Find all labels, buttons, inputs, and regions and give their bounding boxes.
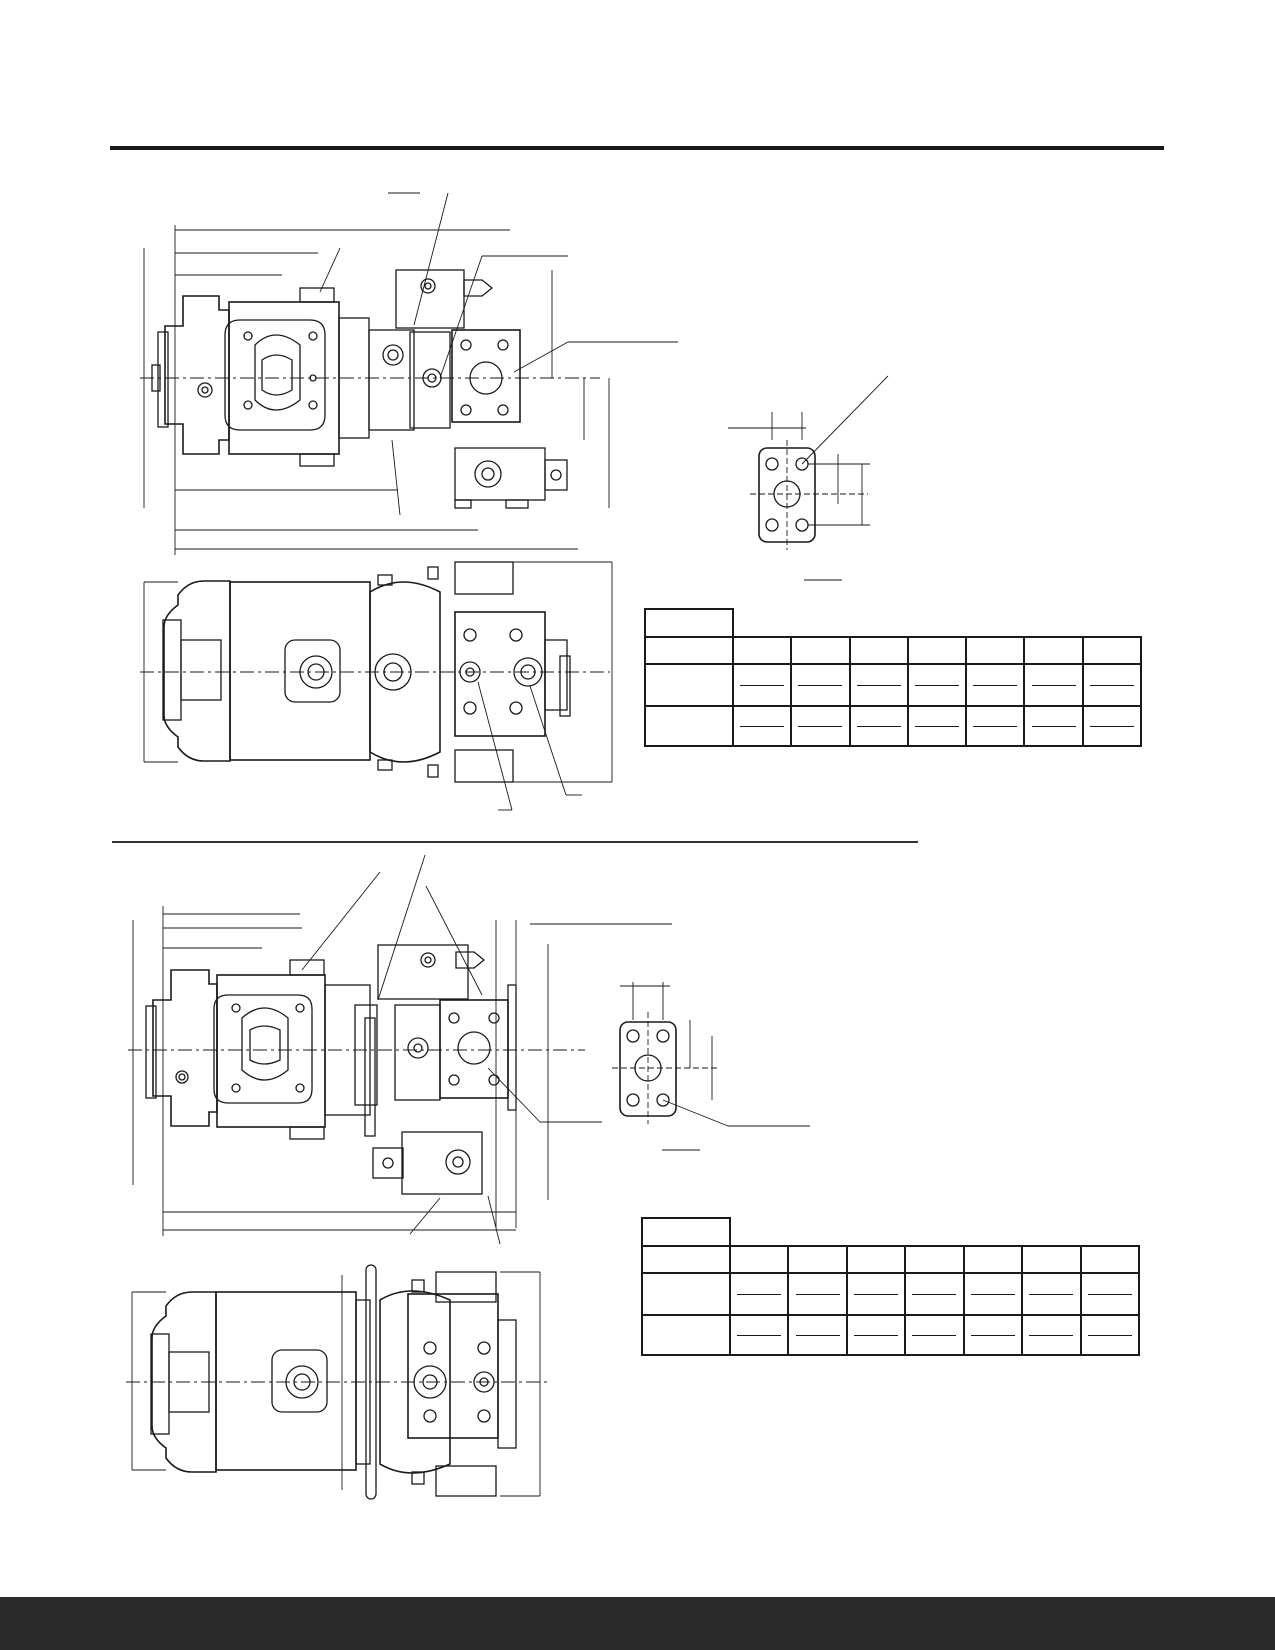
table-row bbox=[641, 1314, 1141, 1356]
table-header-cell bbox=[644, 608, 734, 638]
table-cell bbox=[644, 636, 734, 665]
unit-a-port-flange bbox=[728, 375, 889, 581]
table-cell bbox=[641, 1245, 731, 1274]
table-row bbox=[644, 705, 1143, 747]
unit-a-side-view bbox=[140, 192, 678, 555]
unit-b-front-view bbox=[126, 1264, 548, 1500]
table-row bbox=[641, 1272, 1141, 1316]
section-divider bbox=[112, 841, 918, 843]
table-row bbox=[644, 663, 1143, 707]
dimension-table-lower bbox=[641, 1217, 1141, 1356]
footer-bar bbox=[0, 1597, 1275, 1650]
unit-b-side-view bbox=[128, 854, 672, 1245]
header-rule bbox=[110, 146, 1164, 150]
dimension-table-upper bbox=[644, 608, 1143, 747]
table-header-cell bbox=[641, 1217, 731, 1247]
unit-b-port-flange bbox=[612, 982, 810, 1151]
unit-a-front-view bbox=[140, 561, 613, 811]
